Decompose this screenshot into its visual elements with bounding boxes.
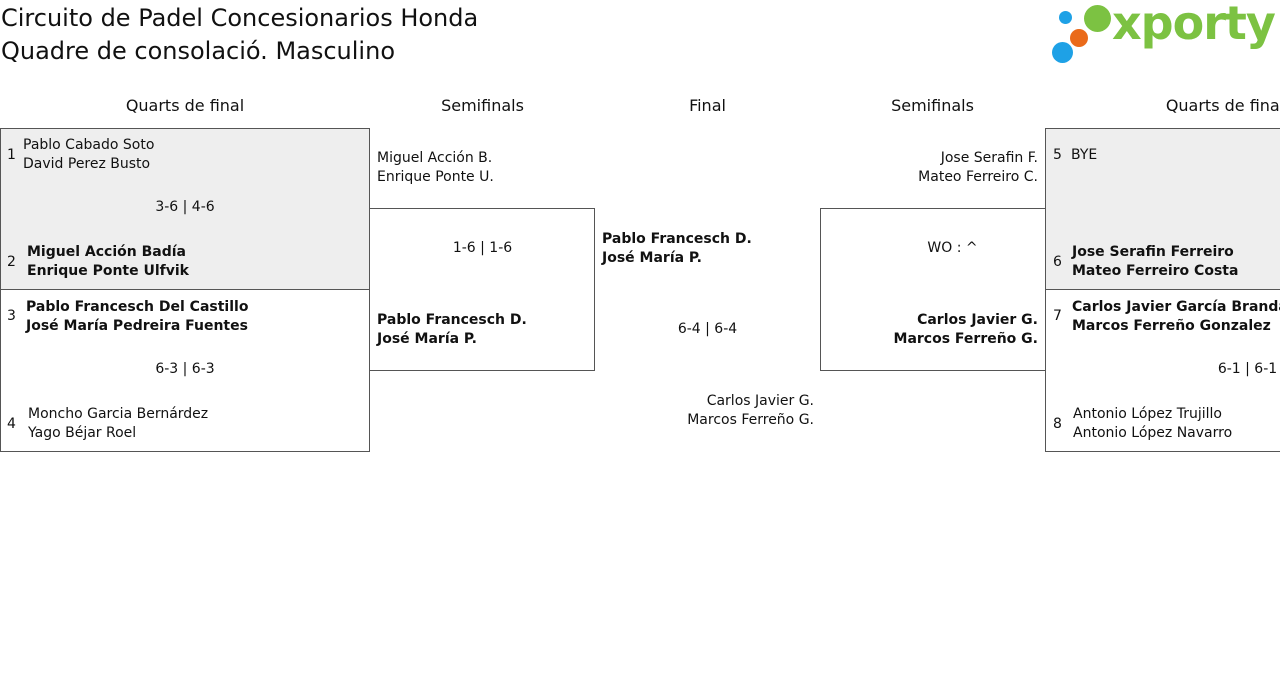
qf-match-4 — [1045, 289, 1280, 452]
player-name: Marcos Ferreño G. — [687, 412, 814, 428]
player-name: Moncho Garcia Bernárdez — [28, 406, 209, 422]
header-qf-left: Quarts de final — [125, 96, 245, 115]
logo-green-dot — [1084, 5, 1111, 32]
seed-number: 6 — [1053, 254, 1062, 270]
player-name-winner: Enrique Ponte Ulfvik — [27, 263, 189, 279]
logo-blue-dot-small — [1059, 11, 1072, 24]
player-name-winner: Carlos Javier G. — [917, 312, 1038, 328]
player-name-winner: Marcos Ferreño Gonzalez — [1072, 318, 1271, 334]
header-sf-left: Semifinals — [441, 96, 524, 115]
player-name-winner: José María P. — [377, 331, 477, 347]
player-name-winner: Jose Serafin Ferreiro — [1072, 244, 1234, 260]
player-name-winner: Pablo Francesch D. — [602, 231, 752, 247]
seed-number: 5 — [1053, 147, 1062, 163]
player-name: Carlos Javier G. — [706, 393, 814, 409]
player-name-winner: Mateo Ferreiro Costa — [1072, 263, 1239, 279]
player-name: David Perez Busto — [23, 156, 151, 172]
player-name-winner: José María Pedreira Fuentes — [26, 318, 248, 334]
header-final: Final — [689, 96, 726, 115]
seed-number: 4 — [7, 416, 16, 432]
player-name: Mateo Ferreiro C. — [918, 169, 1038, 185]
match-score: 3-6 | 4-6 — [155, 199, 215, 215]
page-subtitle: Quadre de consolació. Masculino — [1, 37, 395, 65]
seed-number: 2 — [7, 254, 16, 270]
player-name-winner: Miguel Acción Badía — [27, 244, 186, 260]
player-name-winner: Marcos Ferreño G. — [893, 331, 1038, 347]
xporty-logo[interactable]: xporty — [1050, 0, 1280, 68]
match-score: 6-4 | 6-4 — [677, 321, 738, 337]
player-name-winner: Carlos Javier García Brandariz — [1072, 299, 1280, 315]
player-name: Pablo Cabado Soto — [23, 137, 155, 153]
seed-number: 1 — [7, 147, 16, 163]
seed-number: 3 — [7, 308, 16, 324]
match-score: 6-3 | 6-3 — [155, 361, 215, 377]
player-name: Antonio López Trujillo — [1073, 406, 1222, 422]
seed-number: 7 — [1053, 308, 1062, 324]
player-name-winner: José María P. — [602, 250, 702, 266]
player-name: Jose Serafin F. — [940, 150, 1038, 166]
player-name-winner: Pablo Francesch Del Castillo — [26, 299, 249, 315]
player-name: Antonio López Navarro — [1073, 425, 1233, 441]
player-name: Enrique Ponte U. — [377, 169, 494, 185]
player-name: BYE — [1071, 147, 1098, 163]
match-score: 1-6 | 1-6 — [452, 240, 513, 256]
player-name-winner: Pablo Francesch D. — [377, 312, 527, 328]
qf-match-1 — [0, 128, 370, 290]
logo-text: xporty — [1112, 0, 1276, 50]
player-name: Miguel Acción B. — [377, 150, 493, 166]
header-qf-right: Quarts de final — [1165, 96, 1280, 115]
page-title: Circuito de Padel Concesionarios Honda — [1, 4, 479, 32]
logo-orange-dot — [1070, 29, 1088, 47]
match-score: WO : ^ — [927, 240, 978, 256]
seed-number: 8 — [1053, 416, 1062, 432]
header-sf-right: Semifinals — [891, 96, 974, 115]
match-score: 6-1 | 6-1 — [1217, 361, 1278, 377]
player-name: Yago Béjar Roel — [28, 425, 137, 441]
logo-blue-dot — [1052, 42, 1073, 63]
sf-left-bracket — [369, 208, 595, 371]
